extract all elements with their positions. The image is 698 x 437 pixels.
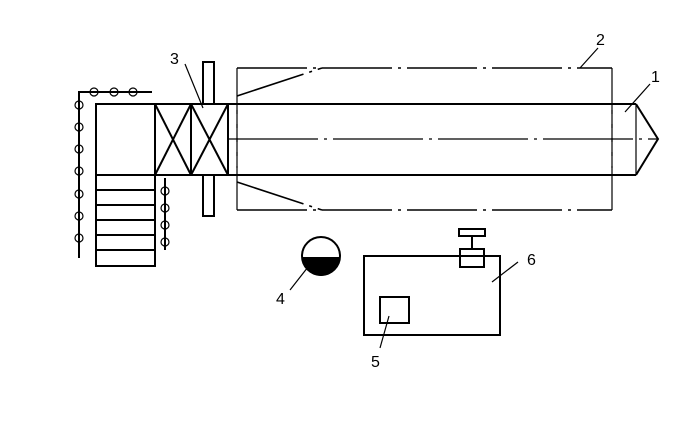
chain-conveyor — [74, 87, 152, 258]
leader-lines — [184, 47, 651, 349]
label-1: 1 — [651, 69, 660, 86]
flange-plate — [202, 61, 215, 217]
stacked-block — [95, 103, 156, 267]
gauge-4 — [301, 236, 341, 276]
cabinet-6 — [363, 255, 501, 336]
label-3: 3 — [170, 51, 179, 68]
label-6: 6 — [527, 252, 536, 269]
main-tube-1 — [228, 103, 660, 176]
chain-links-left — [74, 100, 84, 243]
outer-housing-2 — [236, 67, 613, 211]
label-2: 2 — [596, 32, 605, 49]
label-4: 4 — [276, 291, 285, 308]
chain-links-lower — [160, 178, 170, 250]
valve-icon — [458, 228, 486, 268]
crossed-section-3 — [154, 103, 229, 176]
label-5: 5 — [371, 354, 380, 371]
chain-links-top — [89, 87, 138, 97]
small-box-5 — [379, 296, 410, 324]
